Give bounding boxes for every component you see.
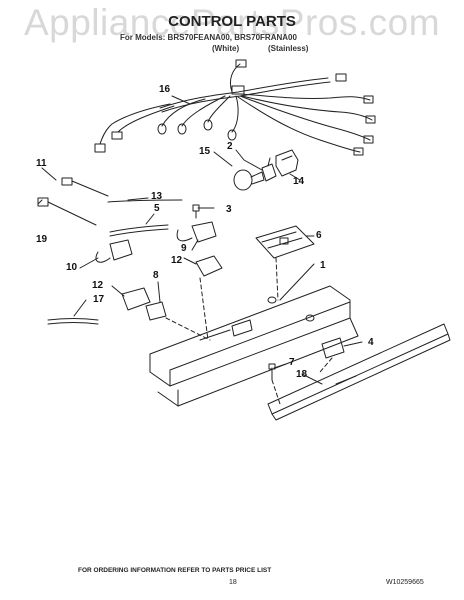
- assembly-dashed-lines: [165, 257, 333, 405]
- bracket-part-12-lower: [121, 287, 151, 311]
- bulb-socket-part-2: [261, 157, 277, 182]
- callout-17: 17: [93, 294, 105, 305]
- thermistor-part-19: [37, 197, 97, 226]
- callout-11: 11: [36, 158, 47, 169]
- ordering-note: FOR ORDERING INFORMATION REFER TO PARTS …: [78, 567, 272, 574]
- callout-1: 1: [320, 260, 326, 271]
- leader-lines: [37, 95, 363, 385]
- callout-6: 6: [316, 230, 322, 241]
- watermark-text: AppliancePartsPros.com: [23, 2, 441, 43]
- socket-bracket-part-14: [275, 149, 299, 177]
- callout-18: 18: [296, 369, 308, 380]
- callout-10: 10: [66, 262, 78, 273]
- light-bulb-part-15: [233, 169, 265, 191]
- damper-part-4: [321, 337, 345, 359]
- callout-5: 5: [154, 203, 160, 214]
- control-housing-part-1: [149, 285, 359, 407]
- tubing-part-17: [47, 318, 99, 325]
- callout-12-upper: 12: [171, 255, 183, 266]
- front-cover-part-18: [267, 323, 451, 421]
- document-id: W10259665: [386, 579, 424, 586]
- callout-8: 8: [153, 270, 159, 281]
- model-stainless-label: (Stainless): [268, 44, 309, 53]
- model-white-label: (White): [212, 44, 240, 53]
- wire-harness-part-16: [94, 59, 376, 156]
- page-number: 18: [229, 579, 237, 586]
- callout-4: 4: [368, 337, 374, 348]
- wire-part-13: [107, 199, 183, 203]
- switch-part-10: [95, 239, 133, 263]
- callout-19: 19: [36, 234, 48, 245]
- models-line: For Models: BRS70FEANA00, BRS70FRANA00: [120, 33, 297, 42]
- wire-part-5: [109, 224, 169, 237]
- thermistor-part-11: [61, 177, 109, 197]
- callout-3: 3: [226, 204, 232, 215]
- callout-12-lower: 12: [92, 280, 104, 291]
- screw-part-3: [192, 204, 200, 219]
- bracket-part-12-upper: [195, 255, 223, 277]
- control-board-part-6: [255, 225, 315, 259]
- diagram-title: CONTROL PARTS: [168, 13, 296, 30]
- insulation-part-8: [145, 301, 167, 321]
- callout-15: 15: [199, 146, 211, 157]
- screw-part-7: [268, 363, 276, 381]
- callout-9: 9: [181, 243, 187, 254]
- callout-7: 7: [289, 357, 295, 368]
- callout-16: 16: [159, 84, 171, 95]
- callout-13: 13: [151, 191, 163, 202]
- switch-part-9: [176, 221, 217, 243]
- callout-14: 14: [293, 176, 305, 187]
- callout-2: 2: [227, 141, 233, 152]
